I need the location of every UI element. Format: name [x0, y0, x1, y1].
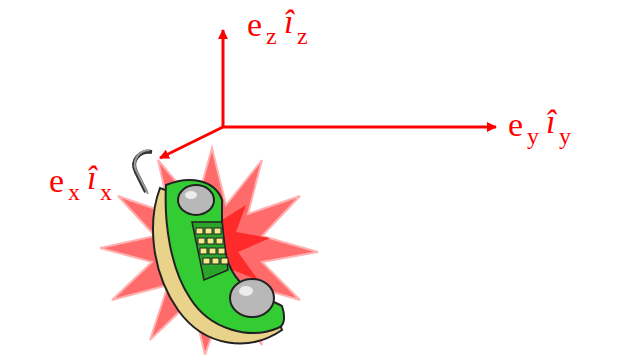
x-axis — [160, 127, 223, 158]
subscript: z — [297, 24, 308, 48]
unit-vector-label: î — [284, 5, 293, 39]
starburst — [100, 148, 318, 355]
subscript: y — [527, 124, 539, 148]
subscript: x — [100, 180, 112, 204]
subscript: z — [266, 24, 277, 48]
y-axis — [223, 126, 496, 129]
coordinate-axes — [160, 30, 496, 158]
unit-label: e — [49, 164, 64, 198]
unit-vector-label: î — [546, 105, 555, 139]
cell-phone — [134, 150, 284, 343]
subscript: x — [68, 180, 80, 204]
unit-label: e — [247, 8, 262, 42]
unit-label: e — [508, 108, 523, 142]
unit-vector-label: î — [87, 161, 96, 195]
subscript: y — [559, 124, 571, 148]
z-axis — [222, 30, 225, 127]
